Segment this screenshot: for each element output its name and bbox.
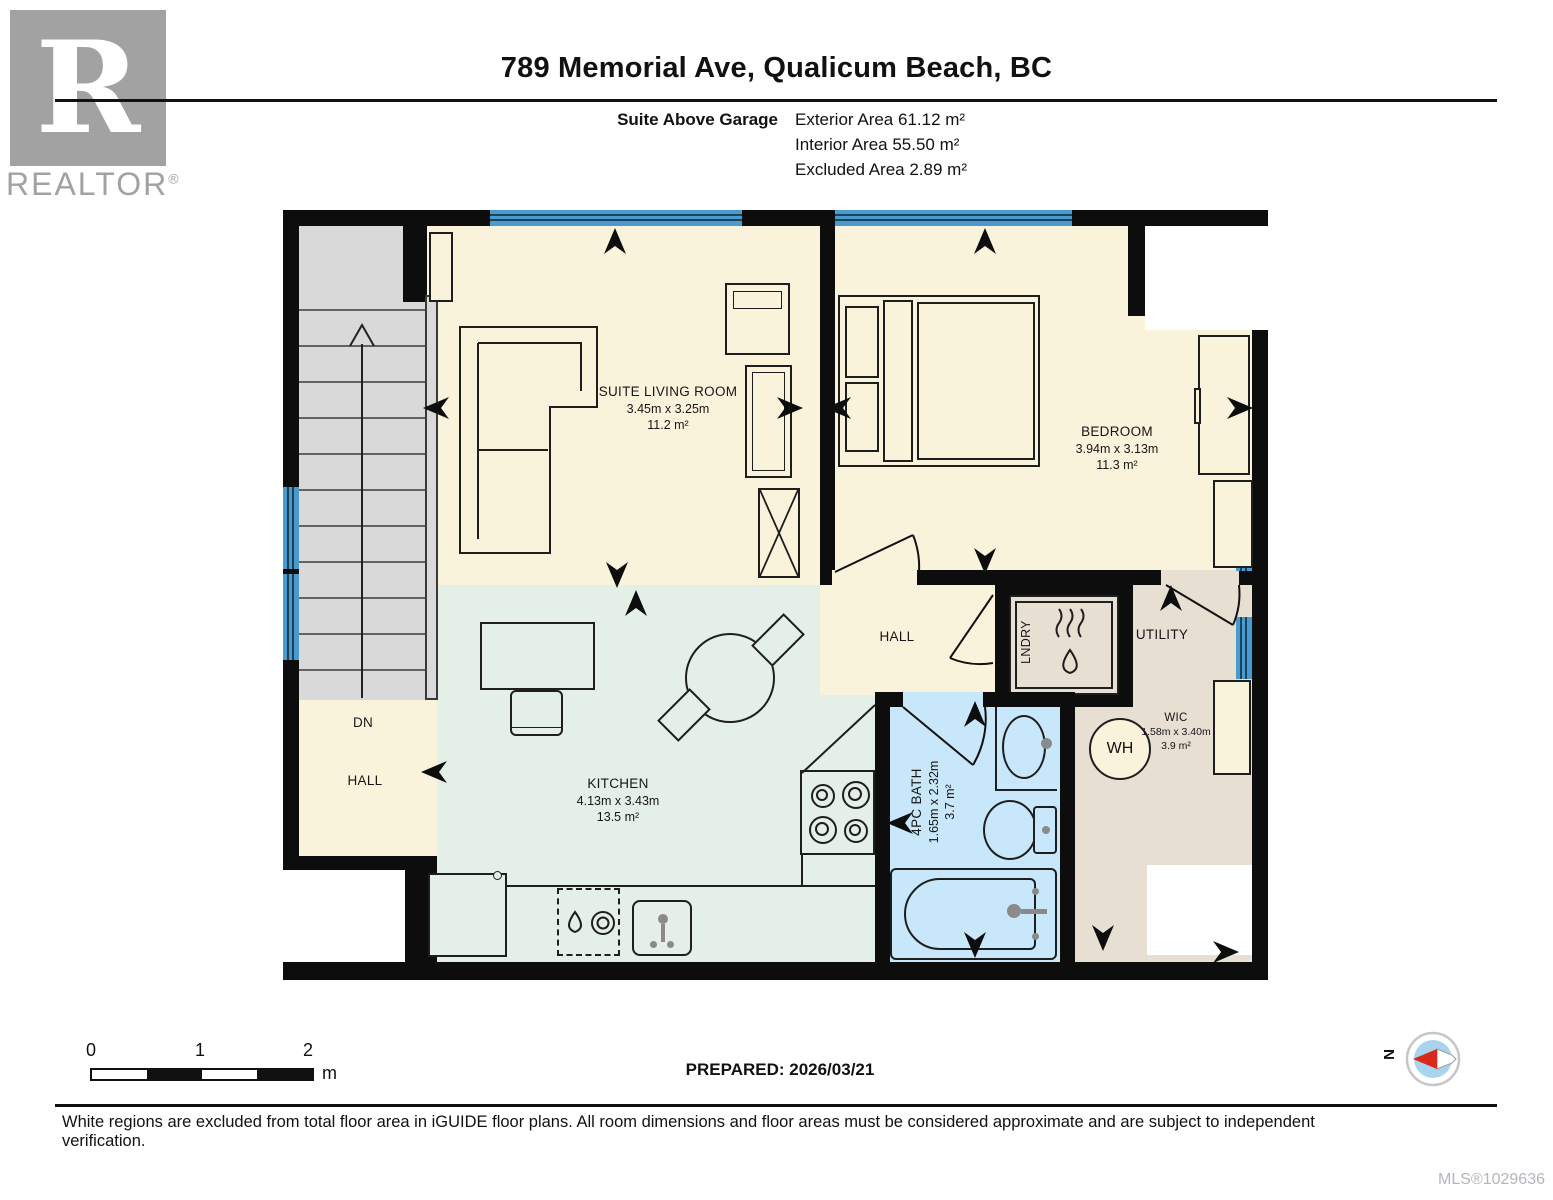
bath-wall-right: [1060, 707, 1075, 962]
bath-faucet: [1041, 738, 1052, 749]
water-heater: WH: [1089, 718, 1151, 780]
doors: [834, 534, 1241, 766]
registered-mark: ®: [168, 170, 181, 187]
utility-door-opening: [1161, 570, 1239, 585]
room-label-bedroom: BEDROOM 3.94m x 3.13m 11.3 m²: [1075, 423, 1159, 472]
bed-headboard: [883, 300, 913, 462]
room-label-utility: UTILITY: [1135, 627, 1189, 643]
bed: [838, 295, 1040, 467]
window-left-1: [283, 487, 299, 569]
tv-stand-lines: [759, 489, 799, 577]
page-title: 789 Memorial Ave, Qualicum Beach, BC: [500, 52, 1053, 84]
kitchen-sink: [632, 900, 692, 956]
mls-number: MLS®1029636: [1438, 1171, 1545, 1188]
realtor-logo-r: R: [35, 14, 141, 162]
room-label-hall-left: HALL: [347, 773, 383, 789]
interior-area: Interior Area 55.50 m²: [795, 135, 960, 154]
scale-tick-2: 2: [302, 1040, 314, 1060]
exterior-area: Exterior Area 61.12 m²: [795, 110, 966, 129]
stairs-up-arrow: [349, 322, 375, 698]
bath-wall-left: [875, 692, 890, 962]
pillow: [845, 382, 879, 452]
room-label-laundry: LNDRY: [1018, 620, 1033, 664]
desk-chair: [510, 690, 563, 736]
prepared-date: PREPARED: 2026/03/21: [685, 1060, 875, 1079]
room-label-kitchen: KITCHEN 4.13m x 3.43m 13.5 m²: [576, 775, 660, 824]
dresser-handle: [1194, 388, 1201, 424]
wic-closet: [1213, 680, 1251, 775]
window-utility-right: [1236, 617, 1252, 679]
scale-bar: [90, 1068, 314, 1081]
window-left-2: [283, 574, 299, 660]
wall-stub-top-left: [403, 210, 427, 302]
header-divider: [55, 99, 1497, 102]
excluded-area: Excluded Area 2.89 m²: [795, 160, 967, 179]
toilet-tank: [1033, 806, 1057, 854]
washer-icon: [1055, 608, 1085, 675]
camera-arrows: [421, 228, 1253, 963]
footer-divider: [55, 1104, 1497, 1107]
window-living-top: [490, 210, 742, 226]
scale-unit: m: [322, 1063, 337, 1083]
bedroom-door-opening: [832, 570, 917, 585]
shelf: [429, 232, 453, 302]
hall-left-floor: [299, 700, 437, 856]
room-label-hall: HALL: [879, 629, 915, 645]
stairs-dn-label: DN: [352, 715, 374, 731]
room-label-bath: 4PC BATH 1.65m x 2.32m 3.7 m²: [908, 760, 957, 844]
room-label-wic: WIC 1.58m x 3.40m 3.9 m²: [1141, 711, 1211, 752]
scale-segment: [257, 1070, 312, 1079]
scale-tick-0: 0: [85, 1040, 97, 1060]
plan-label: Suite Above Garage: [617, 110, 778, 129]
stove: [800, 770, 875, 855]
desk: [480, 622, 595, 690]
compass-icon: [1405, 1031, 1461, 1087]
pillow: [845, 306, 879, 378]
floor-plan: WH: [283, 210, 1268, 980]
hall-center-floor: [820, 585, 995, 695]
wall-stub-bedroom: [1128, 226, 1145, 316]
window-bedroom-top: [835, 210, 1072, 226]
sofa: [459, 326, 598, 554]
bath-vanity: [995, 707, 1057, 791]
excluded-region-utility: [1147, 865, 1252, 955]
toilet-bowl: [983, 800, 1037, 860]
scale-tick-1: 1: [194, 1040, 206, 1060]
excluded-region-bottom-left: [283, 870, 405, 962]
mattress: [917, 302, 1035, 460]
dishwasher: [557, 888, 620, 956]
armchair: [725, 283, 790, 355]
realtor-logo: R: [10, 10, 166, 166]
bath-door-opening: [903, 692, 983, 707]
realtor-wordmark: REALTOR®: [6, 166, 181, 202]
cabinet: [1213, 480, 1253, 568]
washer-box: [1015, 601, 1113, 689]
plan-overlay: [299, 228, 1253, 963]
scale-segment: [147, 1070, 202, 1079]
compass-north-label: N: [1380, 1049, 1398, 1060]
disclaimer-text: White regions are excluded from total fl…: [62, 1113, 1315, 1150]
room-label-living: SUITE LIVING ROOM 3.45m x 3.25m 11.2 m²: [598, 383, 738, 432]
fridge: [428, 871, 507, 957]
excluded-region-top-right: [1145, 226, 1268, 330]
kitchen-counter-edge: [507, 704, 876, 887]
dishwasher-icon: [568, 910, 615, 935]
side-table: [745, 365, 792, 478]
